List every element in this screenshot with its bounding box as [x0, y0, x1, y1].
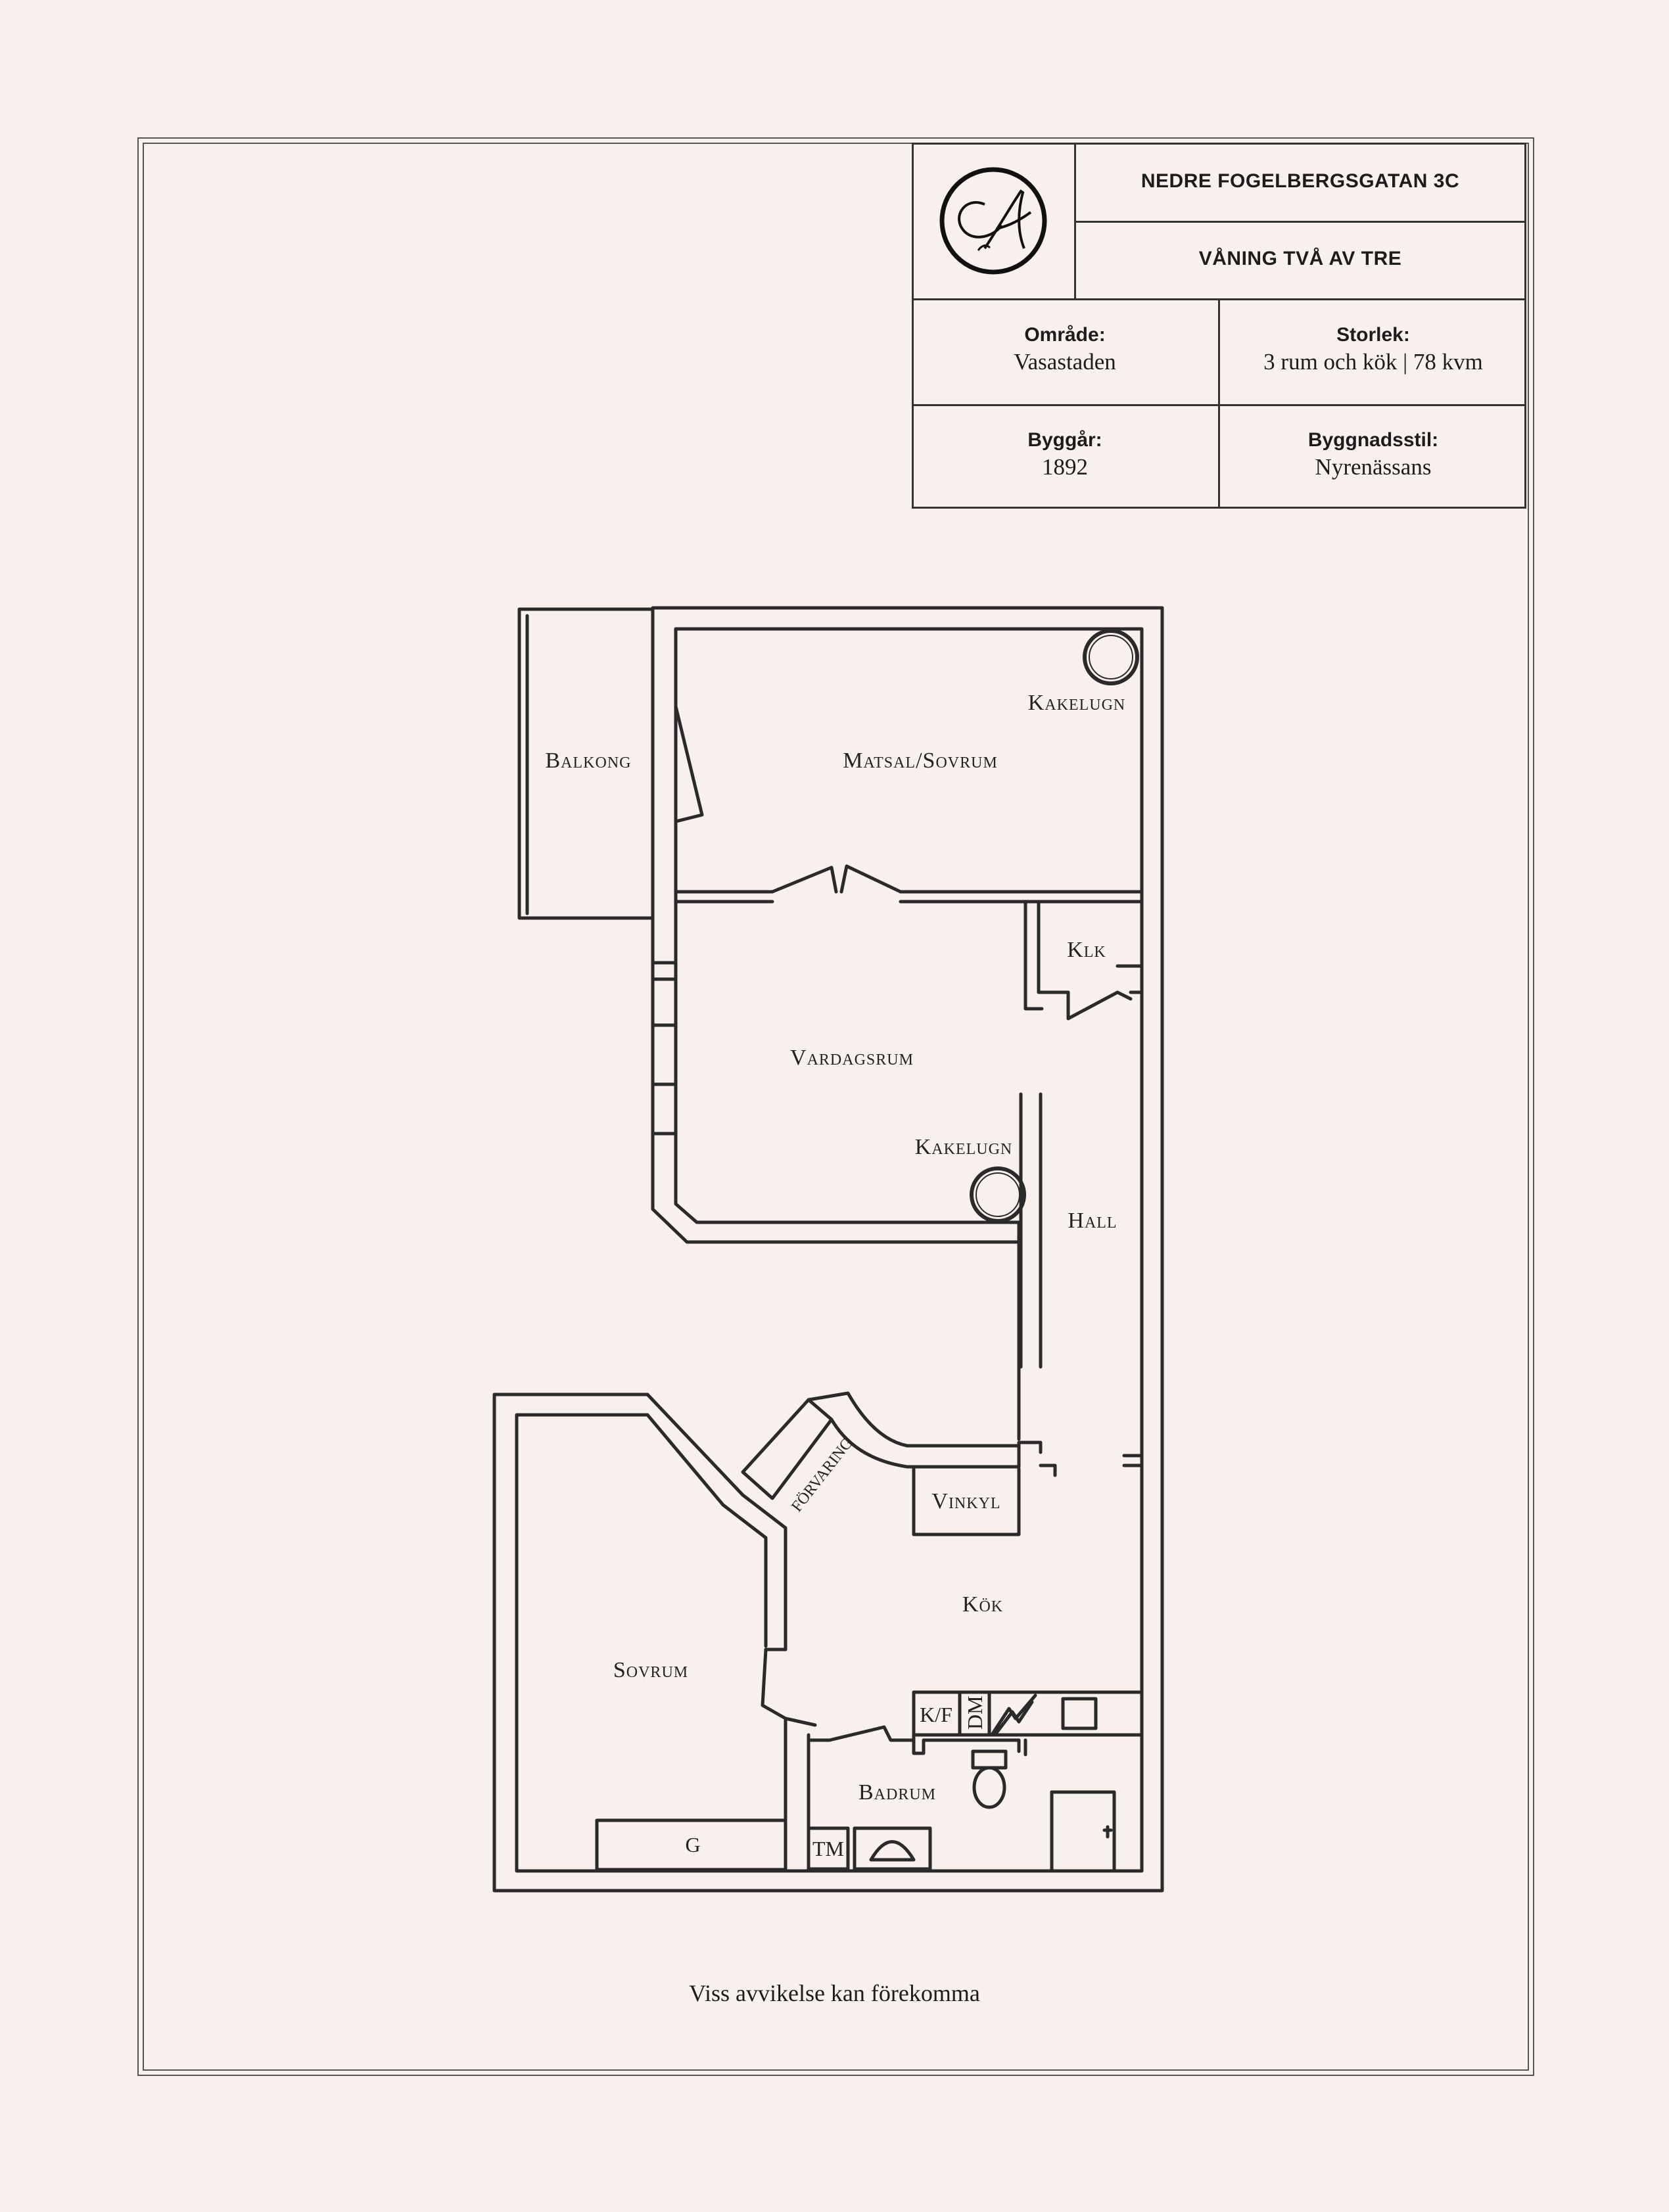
floor-title: VÅNING TVÅ AV TRE	[1198, 248, 1402, 269]
room-label-sovrum: Sovrum	[613, 1658, 688, 1682]
room-label-kakelugn-2: Kakelugn	[915, 1135, 1013, 1159]
tile-stove-icon	[1083, 629, 1139, 685]
stil-label: Byggnadsstil:	[1307, 429, 1439, 451]
sink-icon	[1061, 1697, 1098, 1730]
storlek-label: Storlek:	[1336, 324, 1410, 346]
room-label-kok: Kök	[962, 1592, 1003, 1617]
title-block: NEDRE FOGELBERGSGATAN 3C VÅNING TVÅ AV T…	[912, 143, 1526, 509]
fixture-label-dm: DM	[963, 1695, 987, 1730]
shower-area	[1050, 1790, 1116, 1873]
washing-machine	[807, 1826, 850, 1871]
fixture-label-kf: K/F	[920, 1703, 952, 1726]
wardrobe-g	[595, 1818, 787, 1872]
fixture-label-tm: TM	[812, 1837, 844, 1860]
tile-stove-icon	[970, 1166, 1026, 1223]
room-label-klk: Klk	[1067, 938, 1106, 962]
room-label-vardagsrum: Vardagsrum	[790, 1046, 914, 1070]
outer-frame	[137, 137, 1534, 2076]
klk-closet	[1023, 900, 1070, 1011]
room-label-balkong: Balkong	[546, 749, 632, 773]
kitchen-counter	[912, 1690, 1144, 1737]
room-label-forvaring: FÖRVARING	[788, 1435, 857, 1515]
vinkyl-box	[912, 1467, 1021, 1536]
washbasin-icon	[853, 1826, 932, 1871]
address-title: NEDRE FOGELBERGSGATAN 3C	[1140, 170, 1460, 192]
inner-frame	[143, 143, 1529, 2071]
room-label-badrum: Badrum	[858, 1780, 936, 1805]
stove-icon	[991, 1694, 1037, 1736]
room-label-kakelugn-1: Kakelugn	[1028, 691, 1126, 715]
logo-monogram-icon	[939, 167, 1047, 275]
exterior-right-wall	[492, 606, 1164, 1893]
room-label-matsal: Matsal/Sovrum	[843, 749, 998, 773]
byggar-value: 1892	[1042, 454, 1088, 480]
storlek-value: 3 rum och kök | 78 kvm	[1263, 349, 1483, 375]
fixture-label-g: G	[685, 1833, 700, 1856]
toilet-icon	[971, 1749, 1008, 1770]
omrade-label: Område:	[1024, 324, 1106, 346]
stil-value: Nyrenässans	[1315, 454, 1432, 480]
omrade-value: Vasastaden	[1014, 349, 1116, 375]
byggar-label: Byggår:	[1027, 429, 1102, 451]
room-label-vinkyl: Vinkyl	[931, 1489, 1000, 1513]
disclaimer-footer: Viss avvikelse kan förekomma	[689, 1980, 980, 2006]
room-label-hall: Hall	[1068, 1209, 1117, 1233]
